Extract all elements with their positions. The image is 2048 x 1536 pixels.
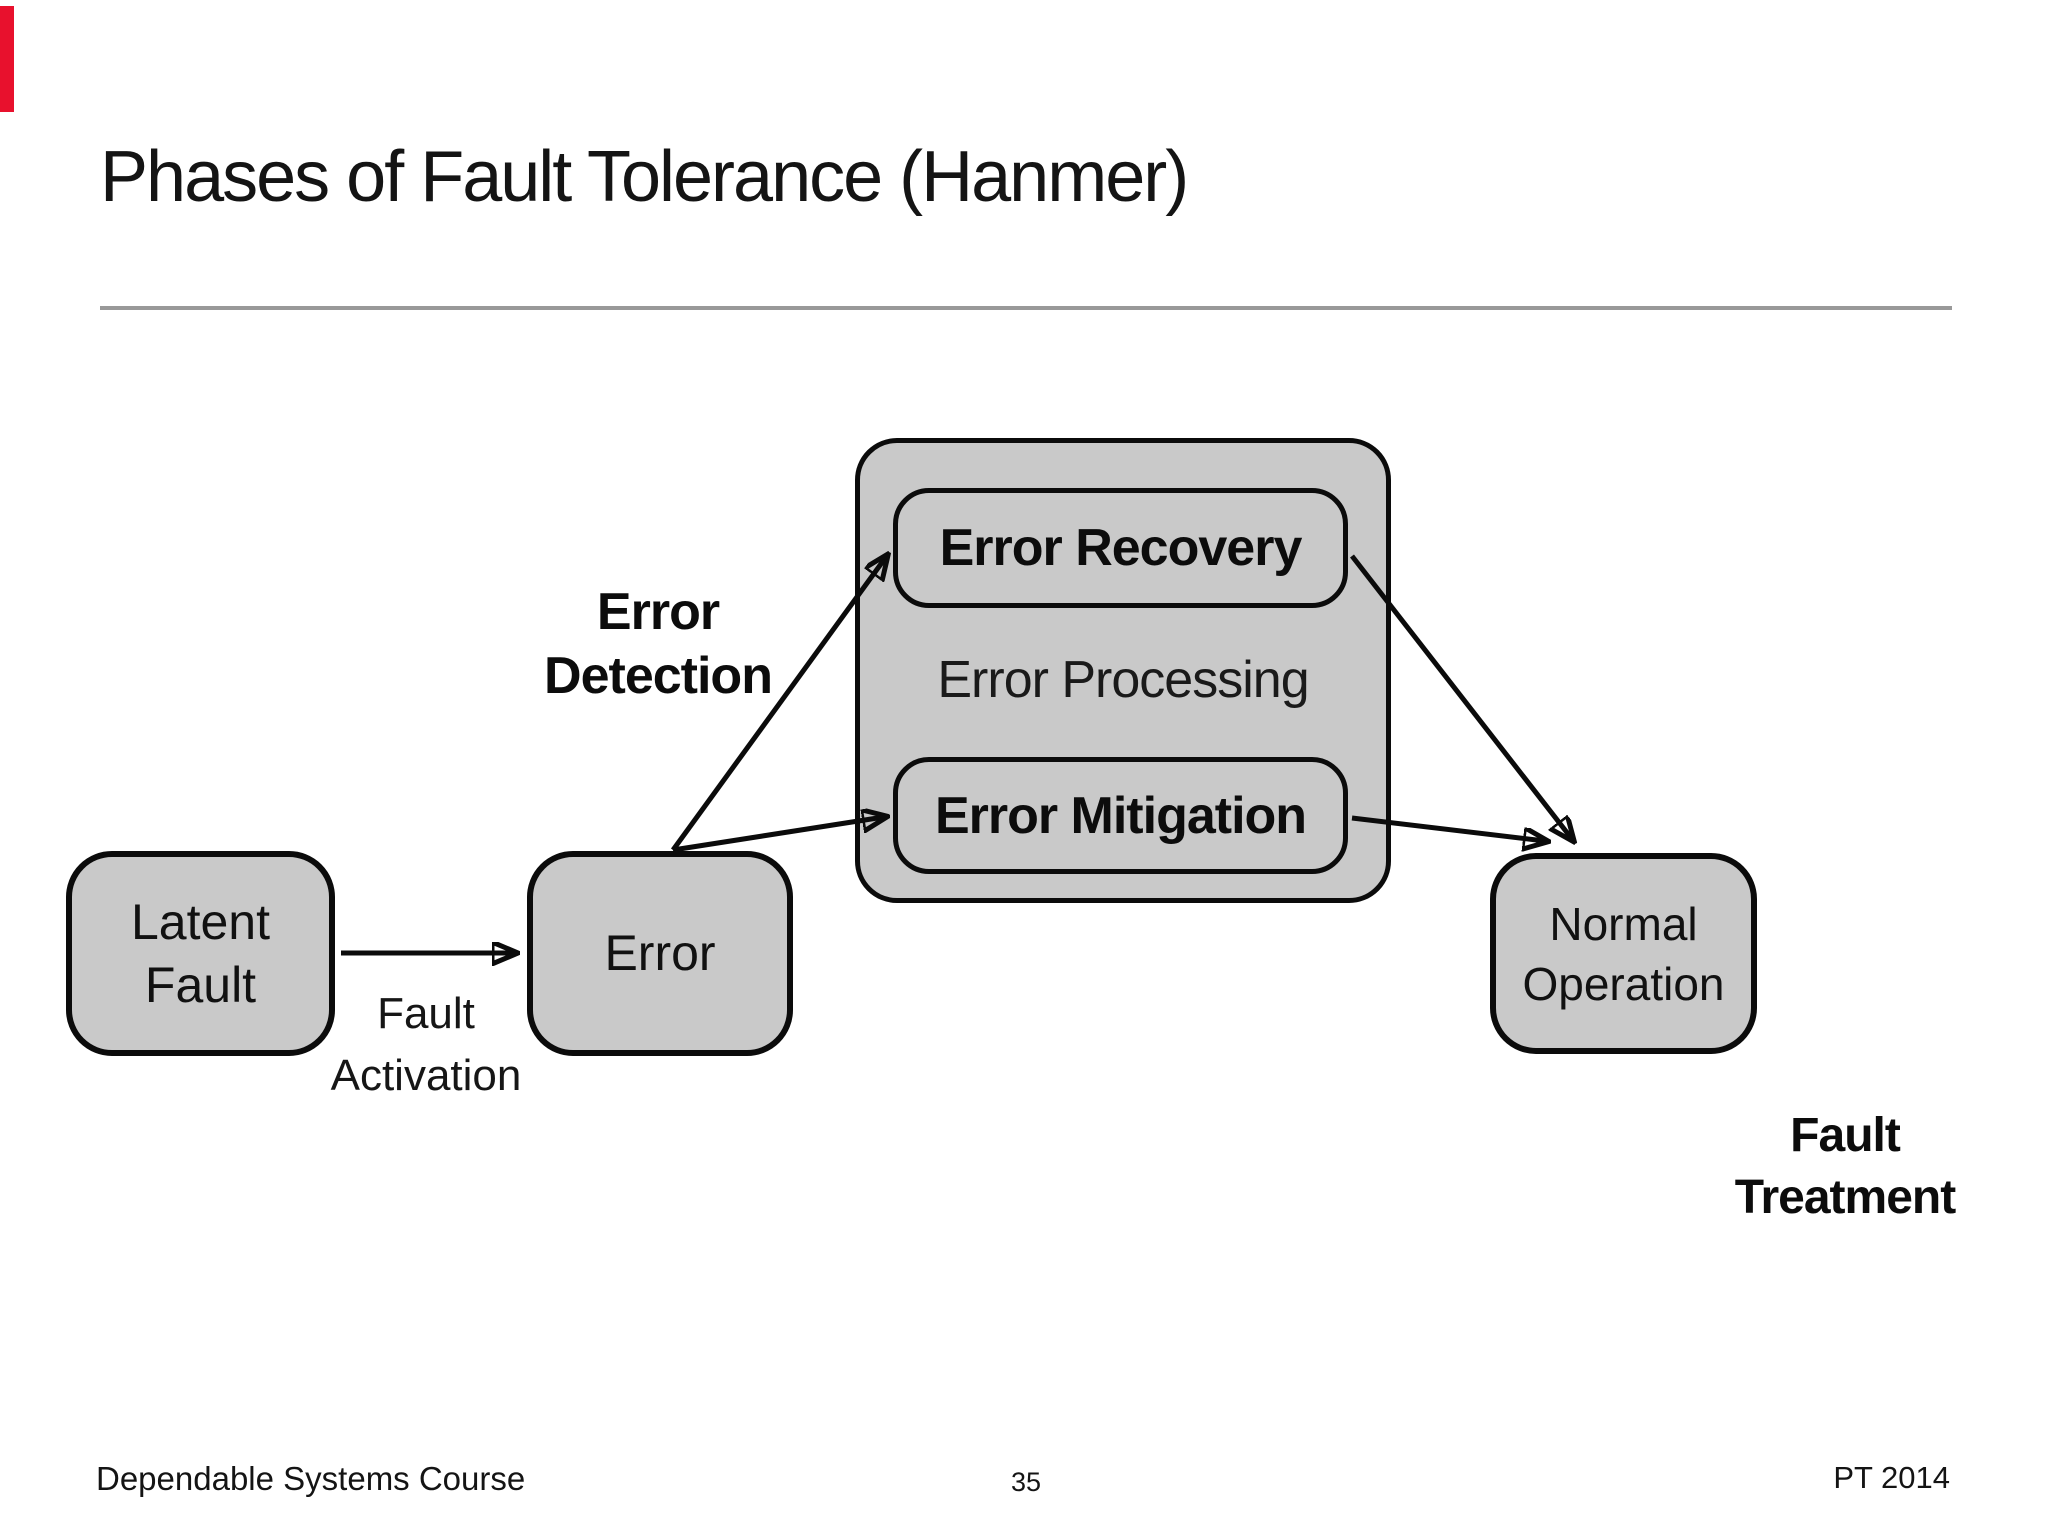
node-error-recovery: Error Recovery bbox=[893, 488, 1348, 608]
node-normal-operation-line2: Operation bbox=[1522, 957, 1725, 1010]
label-fault-treatment-line2: Treatment bbox=[1734, 1171, 1956, 1224]
label-fault-treatment: Fault Treatment bbox=[1690, 1105, 2000, 1229]
arrow-error-detection-mitigation bbox=[672, 817, 884, 853]
node-error: Error bbox=[527, 851, 793, 1056]
label-error-detection: Error Detection bbox=[508, 580, 808, 708]
footer-course-name: Dependable Systems Course bbox=[96, 1460, 526, 1497]
node-error-mitigation: Error Mitigation bbox=[893, 757, 1348, 874]
node-error-mitigation-label: Error Mitigation bbox=[934, 786, 1307, 845]
node-normal-operation: Normal Operation bbox=[1490, 853, 1757, 1054]
node-latent-fault: Latent Fault bbox=[66, 851, 335, 1056]
label-fault-activation-line2: Activation bbox=[330, 1051, 522, 1100]
title-divider bbox=[100, 306, 1952, 310]
footer-page-number: 35 bbox=[1010, 1467, 1042, 1497]
node-latent-fault-line2: Fault bbox=[144, 956, 257, 1013]
label-fault-treatment-line1: Fault bbox=[1790, 1109, 1901, 1162]
label-fault-activation: Fault Activation bbox=[276, 983, 576, 1107]
label-fault-activation-line1: Fault bbox=[377, 989, 475, 1038]
node-error-recovery-label: Error Recovery bbox=[939, 519, 1303, 577]
slide-title: Phases of Fault Tolerance (Hanmer) bbox=[100, 137, 1189, 217]
group-error-processing-label: Error Processing bbox=[937, 651, 1309, 709]
label-error-detection-line1: Error bbox=[596, 583, 720, 641]
node-latent-fault-line1: Latent bbox=[130, 893, 270, 950]
footer-credit: PT 2014 bbox=[1833, 1460, 1950, 1495]
node-normal-operation-line1: Normal bbox=[1549, 897, 1698, 950]
node-error-label: Error bbox=[604, 925, 716, 981]
red-marker-bar bbox=[0, 6, 14, 112]
label-error-detection-line2: Detection bbox=[544, 647, 773, 705]
